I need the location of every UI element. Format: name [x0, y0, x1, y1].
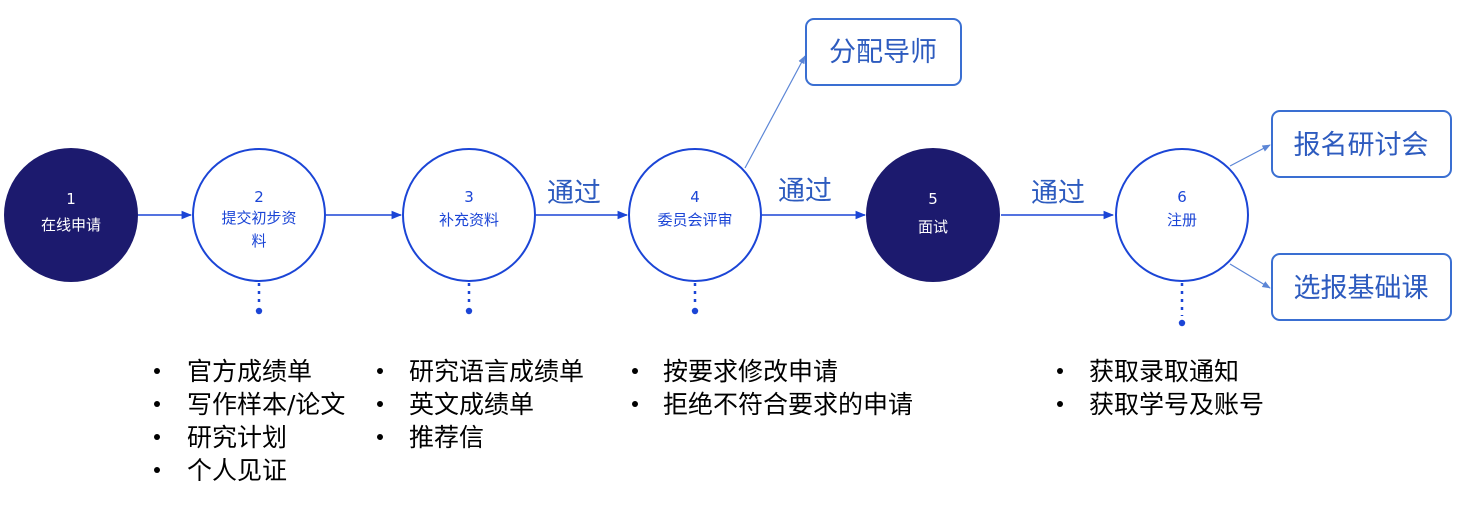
- pass-label-2: 通过: [778, 176, 832, 207]
- list-item: 获取录取通知: [1089, 357, 1239, 386]
- list-item: 英文成绩单: [409, 390, 534, 419]
- connector-node-6: [1178, 283, 1186, 327]
- pass-label-3: 通过: [1031, 178, 1085, 209]
- list-item: 研究语言成绩单: [409, 357, 584, 386]
- requirements-list-3: 按要求修改申请 拒绝不符合要求的申请: [632, 357, 913, 419]
- list-item: 拒绝不符合要求的申请: [663, 390, 913, 419]
- bullet: [377, 368, 383, 374]
- list-item: 推荐信: [409, 423, 484, 452]
- step-label: 补充资料: [439, 211, 499, 229]
- bullet: [1057, 368, 1063, 374]
- step-node-6: 6 注册: [1115, 148, 1249, 282]
- step-node-4: 4 委员会评审: [628, 148, 762, 282]
- step-node-3: 3 补充资料: [402, 148, 536, 282]
- step-node-2: 2 提交初步资 料: [192, 148, 326, 282]
- arrow-6-to-basic-courses: [1229, 263, 1271, 289]
- bullet: [632, 401, 638, 407]
- arrow-6-to-seminar: [1229, 144, 1271, 167]
- requirements-list-4: 获取录取通知 获取学号及账号: [1057, 357, 1264, 419]
- requirements-list-2: 研究语言成绩单 英文成绩单 推荐信: [377, 357, 584, 452]
- assign-advisor-box: 分配导师: [805, 18, 962, 86]
- seminar-signup-box: 报名研讨会: [1271, 110, 1452, 178]
- list-item: 个人见证: [187, 456, 287, 485]
- connector-node-4: [691, 283, 699, 315]
- list-item: 官方成绩单: [187, 357, 312, 386]
- basic-courses-label: 选报基础课: [1294, 273, 1429, 304]
- step-label-line2: 料: [251, 232, 266, 250]
- step-number: 4: [690, 188, 700, 206]
- bullet: [377, 434, 383, 440]
- list-item: 研究计划: [187, 423, 287, 452]
- connector-node-3: [465, 283, 473, 315]
- pass-label-1: 通过: [547, 178, 601, 209]
- bullet: [632, 368, 638, 374]
- bullet: [154, 467, 160, 473]
- seminar-signup-label: 报名研讨会: [1294, 130, 1429, 161]
- requirements-list-1: 官方成绩单 写作样本/论文 研究计划 个人见证: [154, 357, 345, 485]
- bullet: [154, 401, 160, 407]
- step-number: 3: [464, 188, 474, 206]
- list-item: 获取学号及账号: [1089, 390, 1264, 419]
- list-item: 写作样本/论文: [187, 390, 345, 419]
- step-number: 6: [1177, 188, 1187, 206]
- connector-node-2: [255, 283, 263, 315]
- step-number: 2: [254, 188, 264, 206]
- bullet: [377, 401, 383, 407]
- step-label: 面试: [918, 218, 948, 236]
- step-label: 注册: [1167, 211, 1197, 229]
- step-label: 委员会评审: [657, 211, 732, 229]
- assign-advisor-label: 分配导师: [829, 37, 937, 68]
- basic-courses-box: 选报基础课: [1271, 253, 1452, 321]
- step-label: 提交初步资: [221, 209, 296, 227]
- list-item: 按要求修改申请: [663, 357, 838, 386]
- step-number: 5: [928, 190, 938, 208]
- step-node-5: 5 面试: [866, 148, 1000, 282]
- step-node-1: 1 在线申请: [4, 148, 138, 282]
- step-number: 1: [66, 190, 76, 208]
- step-label: 在线申请: [41, 216, 101, 234]
- bullet: [154, 368, 160, 374]
- bullet: [154, 434, 160, 440]
- arrow-4-to-assign-advisor: [744, 55, 806, 169]
- bullet: [1057, 401, 1063, 407]
